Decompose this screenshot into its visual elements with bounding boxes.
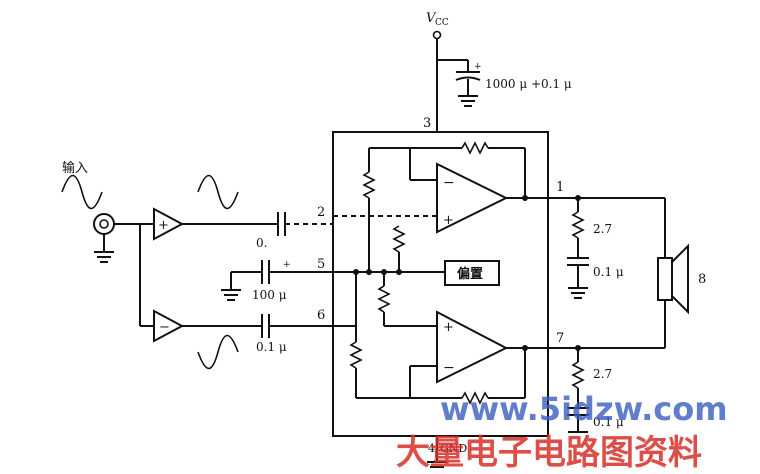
pin-7-label: 7 [556,331,564,346]
input-buffer-minus: − [153,309,185,343]
input-label: 输入 [62,160,88,176]
vcc-supply: + [432,30,482,132]
svg-text:+: + [158,218,169,233]
watermark-cn: 大量电子电路图资料 [396,433,702,473]
pin-4-label: 4 [428,442,435,455]
svg-text:+: + [443,320,454,335]
pin-2-label: 2 [317,205,325,220]
svg-text:+: + [443,213,454,228]
output-cap-1-value: 0.1 μ [593,265,624,279]
bias-block [444,260,500,286]
resistor-left-lower [349,341,363,369]
feedback-resistor-bottom [461,391,489,405]
svg-text:−: − [443,360,455,376]
output-resistor-2 [571,361,585,389]
bias-label: 偏置 [457,266,483,282]
input-sine-wave [61,174,103,210]
input-cap-2-value: 0.1 μ [256,340,287,354]
input-cap-1-value: 0. [256,236,267,250]
pin-6-label: 6 [317,308,325,323]
resistor-left-upper [362,171,376,199]
output-resistor-1-value: 2.7 [593,222,612,236]
vcc-label: V [426,11,437,26]
resistor-mid-upper [392,225,406,253]
gnd-label: GND [440,442,467,455]
pos-sine-wave [197,174,239,210]
speaker-icon [657,243,689,315]
svg-text:−: − [159,320,170,335]
watermark-url: www.5idzw.com [440,390,728,428]
vcc-subscript: CC [435,18,449,28]
ic-body [332,131,549,437]
feedback-resistor-top [461,141,489,155]
pin-1-label: 1 [556,180,564,195]
bypass-cap-value: 100 μ [252,288,287,302]
svg-text:−: − [443,175,455,191]
pin-5-label: 5 [317,257,325,272]
output-resistor-2-value: 2.7 [593,367,612,381]
input-cap-1 [277,212,286,236]
input-jack [93,213,115,263]
power-amp-lower: + − [436,310,509,384]
resistor-center [377,285,391,313]
input-cap-2 [261,314,270,338]
supply-cap-value: 1000 μ +0.1 μ [485,77,572,91]
power-amp-upper: − + [436,162,509,234]
neg-sine-wave [197,334,239,370]
output-resistor-1 [571,211,585,239]
pin-3-label: 3 [423,116,431,131]
speaker-pin-label: 8 [698,272,706,287]
output-cap-2-value: 0.1 μ [593,415,624,429]
supply-cap-plus: + [474,62,482,72]
svg-text:+: + [283,260,291,270]
input-buffer-plus: + [153,207,185,241]
